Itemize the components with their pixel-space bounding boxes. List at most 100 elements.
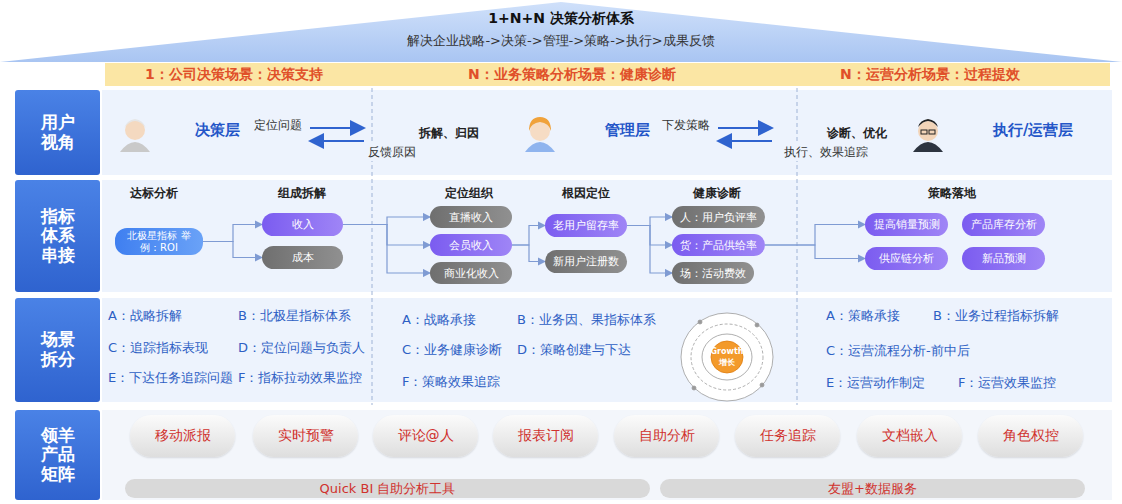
metric-box: 直播收入 — [430, 206, 512, 228]
node-text: 自助分析 — [639, 427, 695, 445]
row-panel — [102, 410, 1112, 500]
node-text: 产品库存分析 — [971, 217, 1037, 232]
node-text: 会员收入 — [449, 238, 493, 253]
person-icon — [120, 119, 150, 152]
metric-box: 场：活动费效 — [672, 262, 754, 284]
scene-title: N：运营分析场景：过程提效 — [840, 66, 1020, 84]
node-text: 角色权控 — [1003, 427, 1059, 445]
flow-arrow — [310, 127, 364, 129]
metric-box: 产品库存分析 — [962, 213, 1045, 236]
column-heading: 健康诊断 — [693, 185, 741, 202]
node-text: 商业化收入 — [444, 266, 499, 281]
person-icon — [913, 119, 943, 152]
node-text: Quick BI 自助分析工具 — [320, 480, 456, 498]
row-header: 指标体系串接 — [15, 180, 100, 292]
node-text: 提高销量预测 — [874, 217, 940, 232]
node-text: 实时预警 — [278, 427, 334, 445]
metric-box: 北极星指标 举例：ROI — [115, 228, 203, 255]
product-pill: 任务追踪 — [735, 415, 840, 457]
node-text: 新用户注册数 — [553, 254, 619, 269]
scene-item: A：策略承接 — [826, 307, 900, 325]
connector — [203, 225, 262, 242]
metric-box: 供应链分析 — [865, 247, 948, 270]
node-text: 场景拆分 — [40, 330, 76, 369]
product-pill: 移动派报 — [130, 415, 235, 457]
scene-item: B：北极星指标体系 — [238, 307, 351, 325]
metric-box: 货：产品供给率 — [672, 234, 765, 256]
node-text: 新品预测 — [982, 251, 1026, 266]
connector — [512, 245, 545, 262]
column-heading: 策略落地 — [928, 185, 976, 202]
roof — [0, 2, 1122, 62]
connector — [203, 242, 262, 258]
divider — [797, 88, 798, 405]
flow-label: 反馈原因 — [366, 144, 418, 161]
growth-label: Growth — [711, 347, 744, 356]
node-text: 用户视角 — [40, 113, 76, 152]
metric-box: 提高销量预测 — [865, 213, 948, 236]
connector — [512, 226, 545, 246]
node-text: 场：活动费效 — [680, 266, 746, 281]
scene-item: F：策略效果追踪 — [402, 373, 500, 391]
node-text: 北极星指标 举例：ROI — [123, 230, 195, 253]
flow-label: 执行、效果追踪 — [782, 144, 870, 161]
row-panel — [102, 180, 1112, 292]
scene-item: B：业务因、果指标体系 — [517, 311, 656, 329]
platform-bar: 友盟+数据服务 — [660, 479, 1085, 498]
connector — [765, 225, 865, 246]
diagram-title: 1+N+N 决策分析体系 — [488, 10, 634, 28]
metric-box: 老用户留存率 — [545, 214, 627, 237]
scene-title: N：业务策略分析场景：健康诊断 — [468, 66, 676, 84]
product-pill: 角色权控 — [978, 415, 1083, 457]
node-text: 文档嵌入 — [882, 427, 938, 445]
growth-label: 增长 — [719, 357, 735, 368]
scene-item: D：定位问题与负责人 — [238, 339, 365, 357]
growth-cycle — [681, 313, 773, 401]
flow-arrow — [718, 140, 772, 142]
scene-item: F：运营效果监控 — [958, 374, 1056, 392]
scene-item: E：运营动作制定 — [826, 374, 925, 392]
scene-item: C：运营流程分析-前中后 — [826, 342, 970, 360]
person-icon — [525, 117, 555, 152]
scene-item: B：业务过程指标拆解 — [933, 307, 1059, 325]
node-text: 移动派报 — [155, 427, 211, 445]
node-text: 任务追踪 — [760, 427, 816, 445]
scene-item: E：下达任务追踪问题 — [108, 369, 233, 387]
scene-item: C：追踪指标表现 — [108, 339, 208, 357]
flow-label: 定位问题 — [252, 117, 304, 134]
node-text: 供应链分析 — [879, 251, 934, 266]
scene-band: 1：公司决策场景：决策支持 N：业务策略分析场景：健康诊断 N：运营分析场景：过程提… — [105, 63, 1110, 86]
metric-box: 收入 — [262, 213, 343, 236]
connector — [343, 225, 430, 274]
connector — [765, 245, 865, 259]
product-pill: 文档嵌入 — [857, 415, 962, 457]
metric-box: 新用户注册数 — [545, 250, 627, 273]
column-heading: 定位组织 — [445, 185, 493, 202]
metric-box: 人：用户负评率 — [672, 206, 765, 228]
metric-box: 商业化收入 — [430, 262, 512, 284]
flow-label: 诊断、优化 — [825, 125, 889, 142]
scene-title: 1：公司决策场景：决策支持 — [145, 66, 323, 84]
metric-box: 成本 — [262, 246, 343, 269]
node-text: 收入 — [292, 217, 314, 232]
product-pill: 自助分析 — [614, 415, 719, 457]
platform-bar: Quick BI 自助分析工具 — [125, 479, 650, 498]
row-panel — [102, 298, 1112, 402]
subtitle: 解决企业战略->决策->管理->策略->执行>成果反馈 — [407, 32, 714, 50]
node-text: 报表订阅 — [518, 427, 574, 445]
node-text: 货：产品供给率 — [680, 238, 757, 253]
role-name: 管理层 — [605, 121, 650, 140]
row-header: 领羊产品矩阵 — [15, 410, 100, 500]
column-heading: 组成拆解 — [278, 185, 326, 202]
flow-arrow — [718, 127, 772, 129]
row-header: 用户视角 — [15, 90, 100, 175]
scene-item: A：战略承接 — [402, 311, 476, 329]
node-text: 友盟+数据服务 — [828, 480, 917, 498]
metric-box: 会员收入 — [430, 234, 512, 256]
flow-arrow — [310, 140, 364, 142]
product-pill: 实时预警 — [253, 415, 358, 457]
product-pill: 评论@人 — [373, 415, 478, 457]
row-panel — [102, 90, 1112, 175]
column-heading: 根因定位 — [562, 185, 610, 202]
flow-label: 拆解、归因 — [417, 125, 481, 142]
